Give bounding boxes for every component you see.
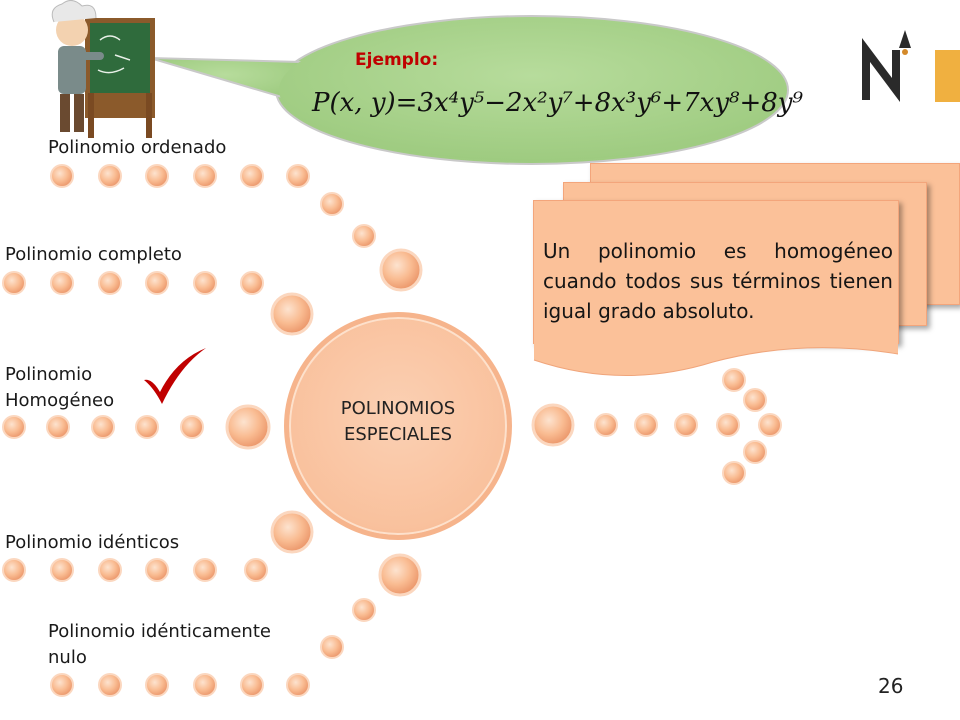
connector-dot (240, 673, 264, 697)
connector-dot (378, 553, 422, 597)
connector-dot (722, 461, 746, 485)
connector-dot (135, 415, 159, 439)
connector-dot (286, 164, 310, 188)
connector-dot (193, 164, 217, 188)
equation-term-4: 8y⁹ (761, 88, 803, 118)
connector-dot (379, 248, 423, 292)
connector-dot (634, 413, 658, 437)
connector-dot (594, 413, 618, 437)
connector-dot (91, 415, 115, 439)
page-number: 26 (878, 674, 904, 698)
connector-dot (98, 164, 122, 188)
connector-dot (98, 558, 122, 582)
connector-dot (98, 271, 122, 295)
connector-dot (716, 413, 740, 437)
connector-dot (270, 292, 314, 336)
branch-polinomio-identicos: Polinomio idénticos (5, 532, 180, 553)
equation-sign-0: = (395, 88, 418, 118)
equation-sign-4: + (739, 88, 762, 118)
speech-bubble (149, 15, 789, 165)
connector-dot (286, 673, 310, 697)
equation-lhs: P(x, y) (312, 88, 396, 118)
logo-n-icon (862, 30, 960, 102)
connector-dot (2, 415, 26, 439)
definition-card (533, 200, 899, 344)
connector-dot (193, 673, 217, 697)
connector-dot (320, 635, 344, 659)
connector-dot (50, 673, 74, 697)
equation-term-2: 8x³y⁶ (594, 88, 662, 118)
connector-dot (145, 164, 169, 188)
connector-dot (240, 164, 264, 188)
branch-polinomio-identicamente-nulo-line2: nulo (48, 647, 87, 668)
equation-term-0: 3x⁴y⁵ (417, 88, 485, 118)
equation-term-1: 2x²y⁷ (506, 88, 573, 118)
card-wave (533, 330, 899, 376)
equation-sign-1: − (484, 88, 507, 118)
definition-text: Un polinomio es homogéneo cuando todos s… (543, 239, 893, 323)
connector-dot (722, 368, 746, 392)
equation-term-3: 7xy⁸ (683, 88, 740, 118)
branch-polinomio-ordenado: Polinomio ordenado (48, 137, 227, 158)
connector-dot (674, 413, 698, 437)
example-label: Ejemplo: (355, 50, 439, 70)
connector-dot (145, 673, 169, 697)
connector-dot (50, 558, 74, 582)
connector-dot (180, 415, 204, 439)
center-title: POLINOMIOS ESPECIALES (284, 396, 512, 448)
connector-dot (2, 558, 26, 582)
check-mark-icon (144, 348, 206, 404)
connector-dot (193, 558, 217, 582)
connector-dot (145, 558, 169, 582)
professor-icon (51, 0, 155, 138)
connector-dot (98, 673, 122, 697)
connector-dot (240, 271, 264, 295)
connector-dot (2, 271, 26, 295)
connector-dot (50, 164, 74, 188)
equation-sign-2: + (572, 88, 595, 118)
connector-dot (145, 271, 169, 295)
center-title-line1: POLINOMIOS (340, 398, 456, 419)
connector-dot (270, 510, 314, 554)
branch-polinomio-identicamente-nulo-line1: Polinomio idénticamente (48, 621, 271, 642)
connector-dots (2, 164, 782, 697)
connector-dot (46, 415, 70, 439)
branch-polinomio-homogeneo-line2: Homogéneo (5, 390, 115, 411)
center-circle (284, 312, 512, 540)
connector-dot (320, 192, 344, 216)
center-title-line2: ESPECIALES (343, 424, 453, 445)
connector-dot (758, 413, 782, 437)
connector-dot (352, 224, 376, 248)
connector-dot (743, 388, 767, 412)
equation: P(x, y)=3x⁴y⁵−2x²y⁷+8x³y⁶+7xy⁸+8y⁹ (312, 88, 803, 118)
connector-dot (743, 440, 767, 464)
connector-dot (531, 403, 575, 447)
branch-polinomio-completo: Polinomio completo (5, 244, 182, 265)
connector-dot (193, 271, 217, 295)
connector-dot (50, 271, 74, 295)
equation-sign-3: + (661, 88, 684, 118)
connector-dot (352, 598, 376, 622)
connector-dot (225, 404, 271, 450)
branch-polinomio-homogeneo-line1: Polinomio (5, 364, 93, 385)
connector-dot (244, 558, 268, 582)
